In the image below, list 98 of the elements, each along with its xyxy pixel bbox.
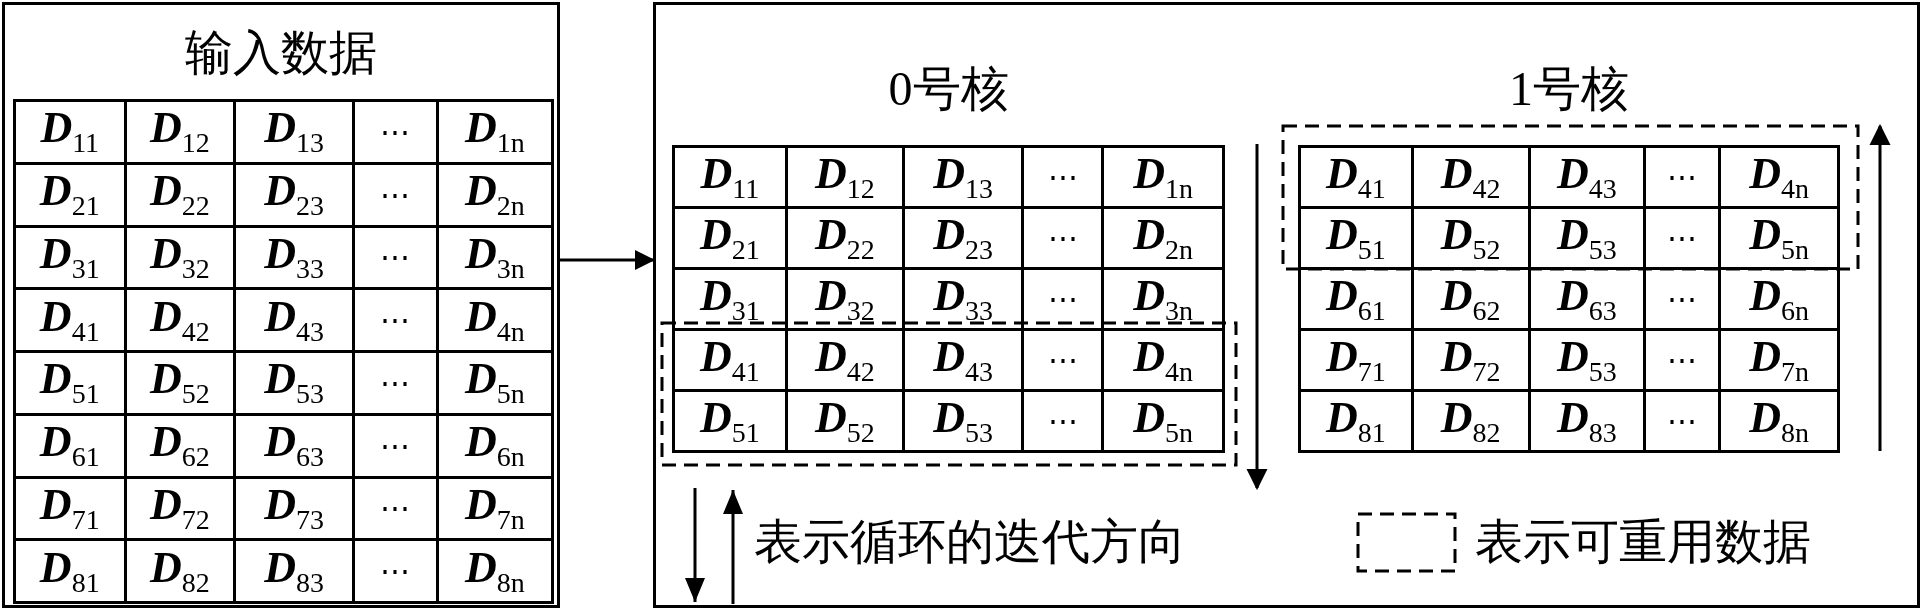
matrix-entry: D$_{61}$: [1326, 273, 1386, 325]
matrix-entry: D$_{72}$: [149, 482, 210, 534]
matrix-entry: D$_{7n}$: [464, 482, 525, 534]
matrix-entry: D$_{7n}$: [1749, 334, 1810, 386]
matrix-entry: D$_{61}$: [39, 420, 100, 471]
matrix-entry: D$_{52}$: [814, 395, 875, 447]
core-panel: [653, 2, 1920, 608]
matrix-entry: D$_{21}$: [700, 212, 760, 264]
matrix-entry: D$_{2n}$: [1133, 212, 1194, 264]
matrix-entry: D$_{3n}$: [464, 231, 525, 283]
matrix-entry: D$_{1n}$: [1133, 151, 1194, 203]
matrix-entry: D$_{8n}$: [1749, 395, 1810, 447]
matrix-entry: D$_{53}$: [1557, 212, 1617, 264]
matrix-entry: D$_{12}$: [814, 151, 875, 203]
matrix-entry: D$_{41}$: [39, 294, 100, 346]
ellipsis: ⋯: [1047, 162, 1078, 192]
matrix-entry: D$_{8n}$: [464, 545, 525, 597]
matrix-entry: D$_{73}$: [264, 482, 325, 534]
matrix-entry: D$_{81}$: [1326, 395, 1386, 447]
legend-text: 表示可重用数据: [1475, 518, 1811, 566]
matrix-entry: D$_{72}$: [1440, 334, 1501, 386]
matrix-entry: D$_{42}$: [1440, 151, 1501, 203]
matrix-entry: D$_{71}$: [1326, 334, 1386, 386]
matrix-entry: D$_{11}$: [700, 151, 760, 203]
matrix-entry: D$_{6n}$: [1749, 273, 1810, 325]
matrix-entry: D$_{13}$: [933, 151, 993, 203]
matrix-entry: D$_{82}$: [149, 545, 210, 597]
matrix-entry: D$_{4n}$: [464, 294, 525, 346]
matrix-entry: D$_{32}$: [814, 273, 875, 325]
ellipsis: ⋯: [380, 430, 411, 461]
matrix-entry: D$_{43}$: [1557, 151, 1617, 203]
matrix-entry: D$_{63}$: [264, 420, 325, 471]
matrix-entry: D$_{83}$: [1557, 395, 1617, 447]
matrix-entry: D$_{43}$: [933, 334, 993, 386]
matrix-entry: D$_{4n}$: [1749, 151, 1810, 203]
ellipsis: ⋯: [380, 179, 411, 210]
matrix-entry: D$_{5n}$: [1749, 212, 1810, 264]
matrix-entry: D$_{51}$: [700, 395, 760, 447]
ellipsis: ⋯: [1047, 284, 1078, 314]
matrix-entry: D$_{13}$: [264, 106, 325, 158]
matrix-entry: D$_{63}$: [1557, 273, 1617, 325]
ellipsis: ⋯: [380, 116, 411, 147]
matrix-entry: D$_{52}$: [149, 357, 210, 409]
matrix-entry: D$_{51}$: [1326, 212, 1386, 264]
panel-title: 输入数据: [184, 29, 378, 77]
matrix-entry: D$_{12}$: [149, 106, 210, 158]
matrix-entry: D$_{41}$: [1326, 151, 1386, 203]
matrix-entry: D$_{3n}$: [1133, 273, 1194, 325]
matrix-entry: D$_{53}$: [933, 395, 993, 447]
matrix-entry: D$_{21}$: [39, 169, 100, 220]
ellipsis: ⋯: [1667, 284, 1698, 314]
matrix-entry: D$_{42}$: [149, 294, 210, 346]
matrix-entry: D$_{33}$: [264, 231, 325, 283]
matrix-entry: D$_{81}$: [39, 545, 100, 597]
ellipsis: ⋯: [1667, 223, 1698, 253]
ellipsis: ⋯: [380, 242, 411, 273]
ellipsis: ⋯: [1667, 406, 1698, 436]
matrix-entry: D$_{11}$: [40, 106, 100, 158]
matrix-entry: D$_{23}$: [264, 169, 325, 220]
ellipsis: ⋯: [1667, 162, 1698, 192]
matrix-entry: D$_{22}$: [149, 169, 210, 220]
matrix-entry: D$_{22}$: [814, 212, 875, 264]
matrix-entry: D$_{6n}$: [464, 420, 525, 471]
panel-title: 1号核: [1508, 65, 1630, 113]
matrix-entry: D$_{41}$: [700, 334, 760, 386]
ellipsis: ⋯: [380, 305, 411, 336]
matrix-entry: D$_{1n}$: [464, 106, 525, 158]
ellipsis: ⋯: [1667, 345, 1698, 375]
matrix-entry: D$_{5n}$: [464, 357, 525, 409]
matrix-entry: D$_{52}$: [1440, 212, 1501, 264]
matrix-entry: D$_{51}$: [39, 357, 100, 409]
matrix-entry: D$_{82}$: [1440, 395, 1501, 447]
matrix-entry: D$_{62}$: [1440, 273, 1501, 325]
panel-title: 0号核: [887, 65, 1010, 113]
ellipsis: ⋯: [1047, 406, 1078, 436]
matrix-entry: D$_{42}$: [814, 334, 875, 386]
matrix-entry: D$_{31}$: [700, 273, 760, 325]
ellipsis: ⋯: [1047, 345, 1078, 375]
matrix-entry: D$_{33}$: [933, 273, 993, 325]
matrix-entry: D$_{53}$: [264, 357, 325, 409]
matrix-entry: D$_{31}$: [39, 231, 100, 283]
arrow: [560, 250, 655, 270]
ellipsis: ⋯: [380, 367, 411, 398]
matrix-entry: D$_{62}$: [149, 420, 210, 471]
matrix-entry: D$_{23}$: [933, 212, 993, 264]
ellipsis: ⋯: [380, 493, 411, 524]
ellipsis: ⋯: [1047, 223, 1078, 253]
matrix-entry: D$_{43}$: [264, 294, 325, 346]
ellipsis: ⋯: [380, 556, 411, 587]
matrix-entry: D$_{71}$: [39, 482, 100, 534]
matrix-entry: D$_{83}$: [264, 545, 325, 597]
matrix-entry: D$_{4n}$: [1133, 334, 1194, 386]
matrix-entry: D$_{32}$: [149, 231, 210, 283]
matrix-entry: D$_{2n}$: [464, 169, 525, 220]
matrix-entry: D$_{53}$: [1557, 334, 1617, 386]
legend-text: 表示循环的迭代方向: [754, 518, 1186, 566]
input-panel: [2, 2, 560, 608]
matrix-entry: D$_{5n}$: [1133, 395, 1194, 447]
